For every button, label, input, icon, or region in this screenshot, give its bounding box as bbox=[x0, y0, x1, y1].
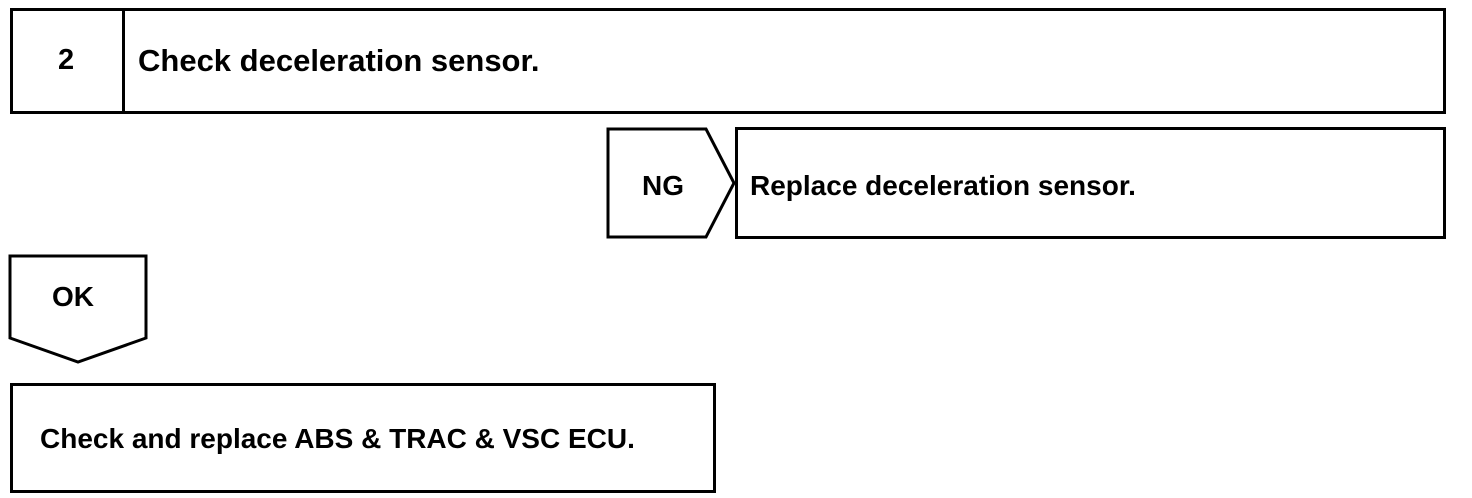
step-number-cell bbox=[10, 8, 125, 114]
ok-arrow-shape bbox=[8, 254, 148, 364]
final-action-box bbox=[10, 383, 716, 493]
final-action-text: Check and replace ABS & TRAC & VSC ECU. bbox=[40, 423, 635, 454]
step-number: 2 bbox=[58, 44, 75, 76]
ng-action-text: Replace deceleration sensor. bbox=[750, 170, 1136, 201]
step-title: Check deceleration sensor. bbox=[138, 43, 540, 78]
ok-label: OK bbox=[52, 281, 94, 312]
ng-label: NG bbox=[642, 170, 684, 201]
step-header-box bbox=[10, 8, 1446, 114]
ng-action-box bbox=[735, 127, 1446, 239]
ng-arrow-shape bbox=[606, 127, 736, 239]
